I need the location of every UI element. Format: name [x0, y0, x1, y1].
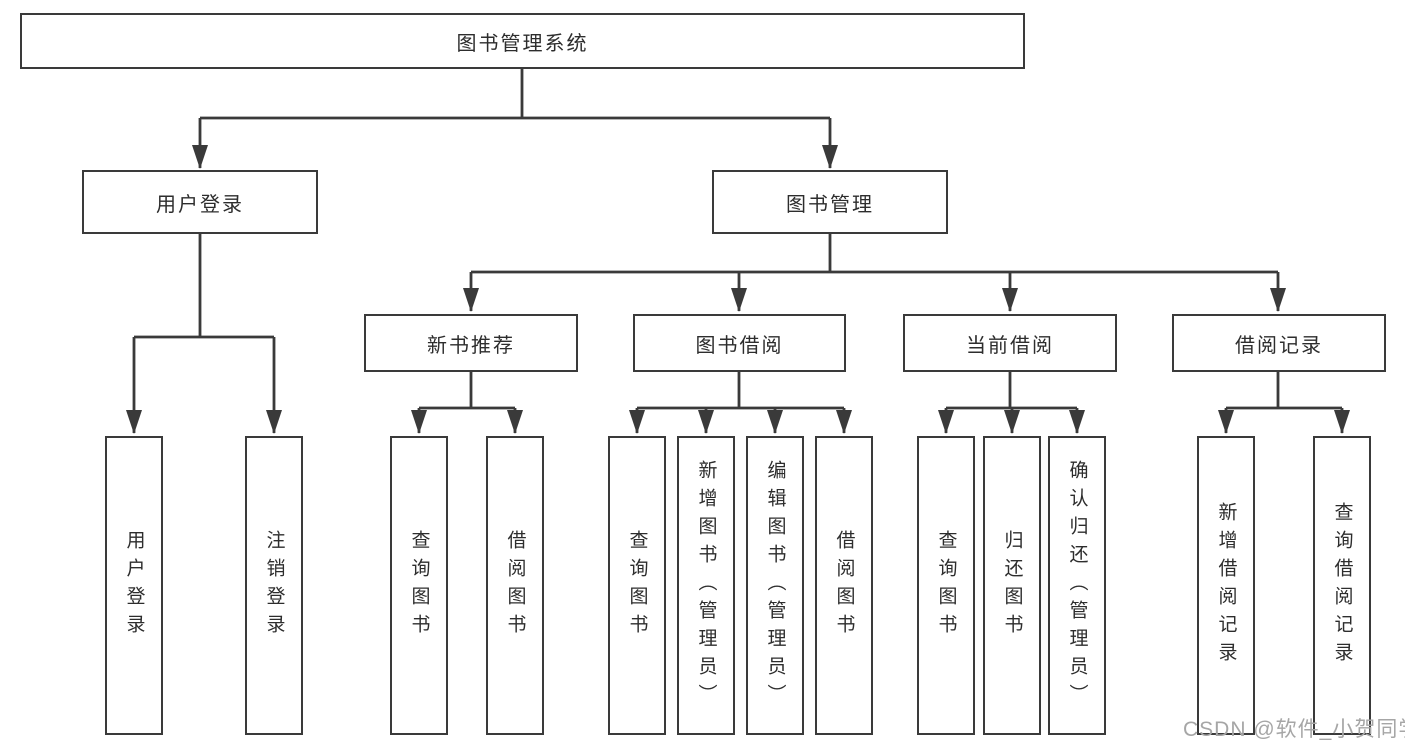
leaf-confirm-return-admin: 确认归还（管理员） — [1048, 436, 1106, 735]
leaf-borrow-books-2: 借阅图书 — [815, 436, 873, 735]
node-new-book-recommend: 新书推荐 — [364, 314, 578, 372]
leaf-logout-label: 注销登录 — [263, 529, 285, 642]
node-book-borrow: 图书借阅 — [633, 314, 846, 372]
leaf-query-books-3-label: 查询图书 — [935, 529, 957, 642]
node-current-borrow-label: 当前借阅 — [966, 334, 1054, 357]
leaf-logout: 注销登录 — [245, 436, 303, 735]
leaf-return-book-label: 归还图书 — [1001, 529, 1023, 642]
leaf-borrow-books-1: 借阅图书 — [486, 436, 544, 735]
leaf-confirm-return-admin-label: 确认归还（管理员） — [1066, 459, 1088, 712]
leaf-borrow-books-1-label: 借阅图书 — [504, 529, 526, 642]
leaf-add-book-admin: 新增图书（管理员） — [677, 436, 735, 735]
leaf-user-login: 用户登录 — [105, 436, 163, 735]
node-borrow-records-label: 借阅记录 — [1235, 334, 1323, 357]
leaf-add-book-admin-label: 新增图书（管理员） — [695, 459, 717, 712]
csdn-watermark: CSDN @软件_小贺同学 — [1183, 718, 1405, 741]
node-user-login: 用户登录 — [82, 170, 318, 234]
node-borrow-records: 借阅记录 — [1172, 314, 1386, 372]
leaf-return-book: 归还图书 — [983, 436, 1041, 735]
leaf-query-books-1-label: 查询图书 — [408, 529, 430, 642]
leaf-add-borrow-record-label: 新增借阅记录 — [1215, 501, 1237, 670]
leaf-user-login-label: 用户登录 — [123, 529, 145, 642]
leaf-query-books-2: 查询图书 — [608, 436, 666, 735]
node-root: 图书管理系统 — [20, 13, 1025, 69]
connector-skeleton — [134, 69, 1342, 410]
node-new-book-recommend-label: 新书推荐 — [427, 334, 515, 357]
node-root-label: 图书管理系统 — [456, 32, 589, 55]
leaf-query-books-2-label: 查询图书 — [626, 529, 648, 642]
node-user-login-label: 用户登录 — [156, 193, 244, 216]
leaf-query-borrow-record: 查询借阅记录 — [1313, 436, 1371, 735]
node-book-borrow-label: 图书借阅 — [695, 334, 784, 357]
node-book-management-label: 图书管理 — [786, 193, 874, 216]
leaf-edit-book-admin: 编辑图书（管理员） — [746, 436, 804, 735]
leaf-edit-book-admin-label: 编辑图书（管理员） — [764, 459, 786, 712]
node-book-management: 图书管理 — [712, 170, 948, 234]
leaf-add-borrow-record: 新增借阅记录 — [1197, 436, 1255, 735]
leaf-query-books-3: 查询图书 — [917, 436, 975, 735]
leaf-query-borrow-record-label: 查询借阅记录 — [1331, 501, 1353, 670]
node-current-borrow: 当前借阅 — [903, 314, 1117, 372]
leaf-borrow-books-2-label: 借阅图书 — [833, 529, 855, 642]
leaf-query-books-1: 查询图书 — [390, 436, 448, 735]
